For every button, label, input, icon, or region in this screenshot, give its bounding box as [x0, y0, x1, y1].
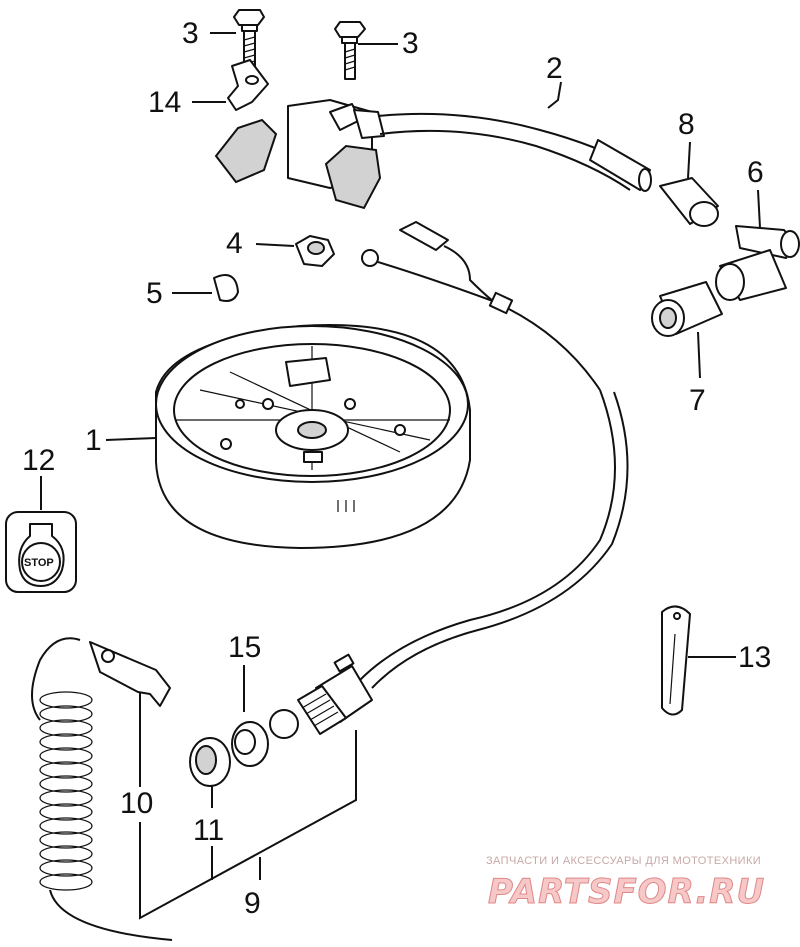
- bolt-right: [334, 21, 366, 80]
- callout-4: 4: [226, 227, 243, 260]
- callout-6: 6: [747, 156, 764, 189]
- watermark: ЗАПЧАСТИ И АКСЕССУАРЫ ДЛЯ МОТОТЕХНИКИ PA…: [486, 855, 765, 913]
- callout-15: 15: [228, 631, 261, 664]
- spark-plug-cap: [715, 225, 800, 301]
- callout-14: 14: [148, 86, 181, 119]
- callout-1: 1: [85, 424, 102, 457]
- watermark-logo: PARTSFOR.RU: [488, 872, 765, 912]
- callout-11: 11: [193, 814, 224, 847]
- callout-5: 5: [146, 277, 163, 310]
- stop-switch-wires: [359, 221, 629, 689]
- callout-10: 10: [120, 787, 153, 820]
- callout-7: 7: [689, 384, 706, 417]
- leader-lines: [40, 32, 761, 920]
- stop-switch: [269, 653, 373, 739]
- callout-8: 8: [678, 108, 695, 141]
- flywheel: [155, 324, 471, 549]
- boot-seal-8: [659, 177, 719, 227]
- bracket: [661, 605, 691, 716]
- woodruff-key: [213, 274, 239, 302]
- lanyard: [31, 637, 173, 941]
- bolt-left: [233, 9, 265, 70]
- callout-12: 12: [22, 444, 55, 477]
- ground-clip: [227, 59, 269, 111]
- callout-3-right: 3: [402, 27, 419, 60]
- callout-9: 9: [244, 887, 261, 920]
- callout-13: 13: [738, 641, 771, 674]
- callout-2: 2: [546, 52, 563, 85]
- plug-boot: [651, 281, 723, 337]
- switch-nut: [189, 737, 231, 787]
- watermark-tagline: ЗАПЧАСТИ И АКСЕССУАРЫ ДЛЯ МОТОТЕХНИКИ: [486, 855, 761, 867]
- ignition-coil: [214, 99, 652, 210]
- stop-decal: STOP: [5, 511, 77, 593]
- callout-3-left: 3: [182, 17, 199, 50]
- flywheel-nut: [295, 235, 335, 267]
- stop-label: STOP: [24, 557, 54, 569]
- washer: [231, 721, 269, 767]
